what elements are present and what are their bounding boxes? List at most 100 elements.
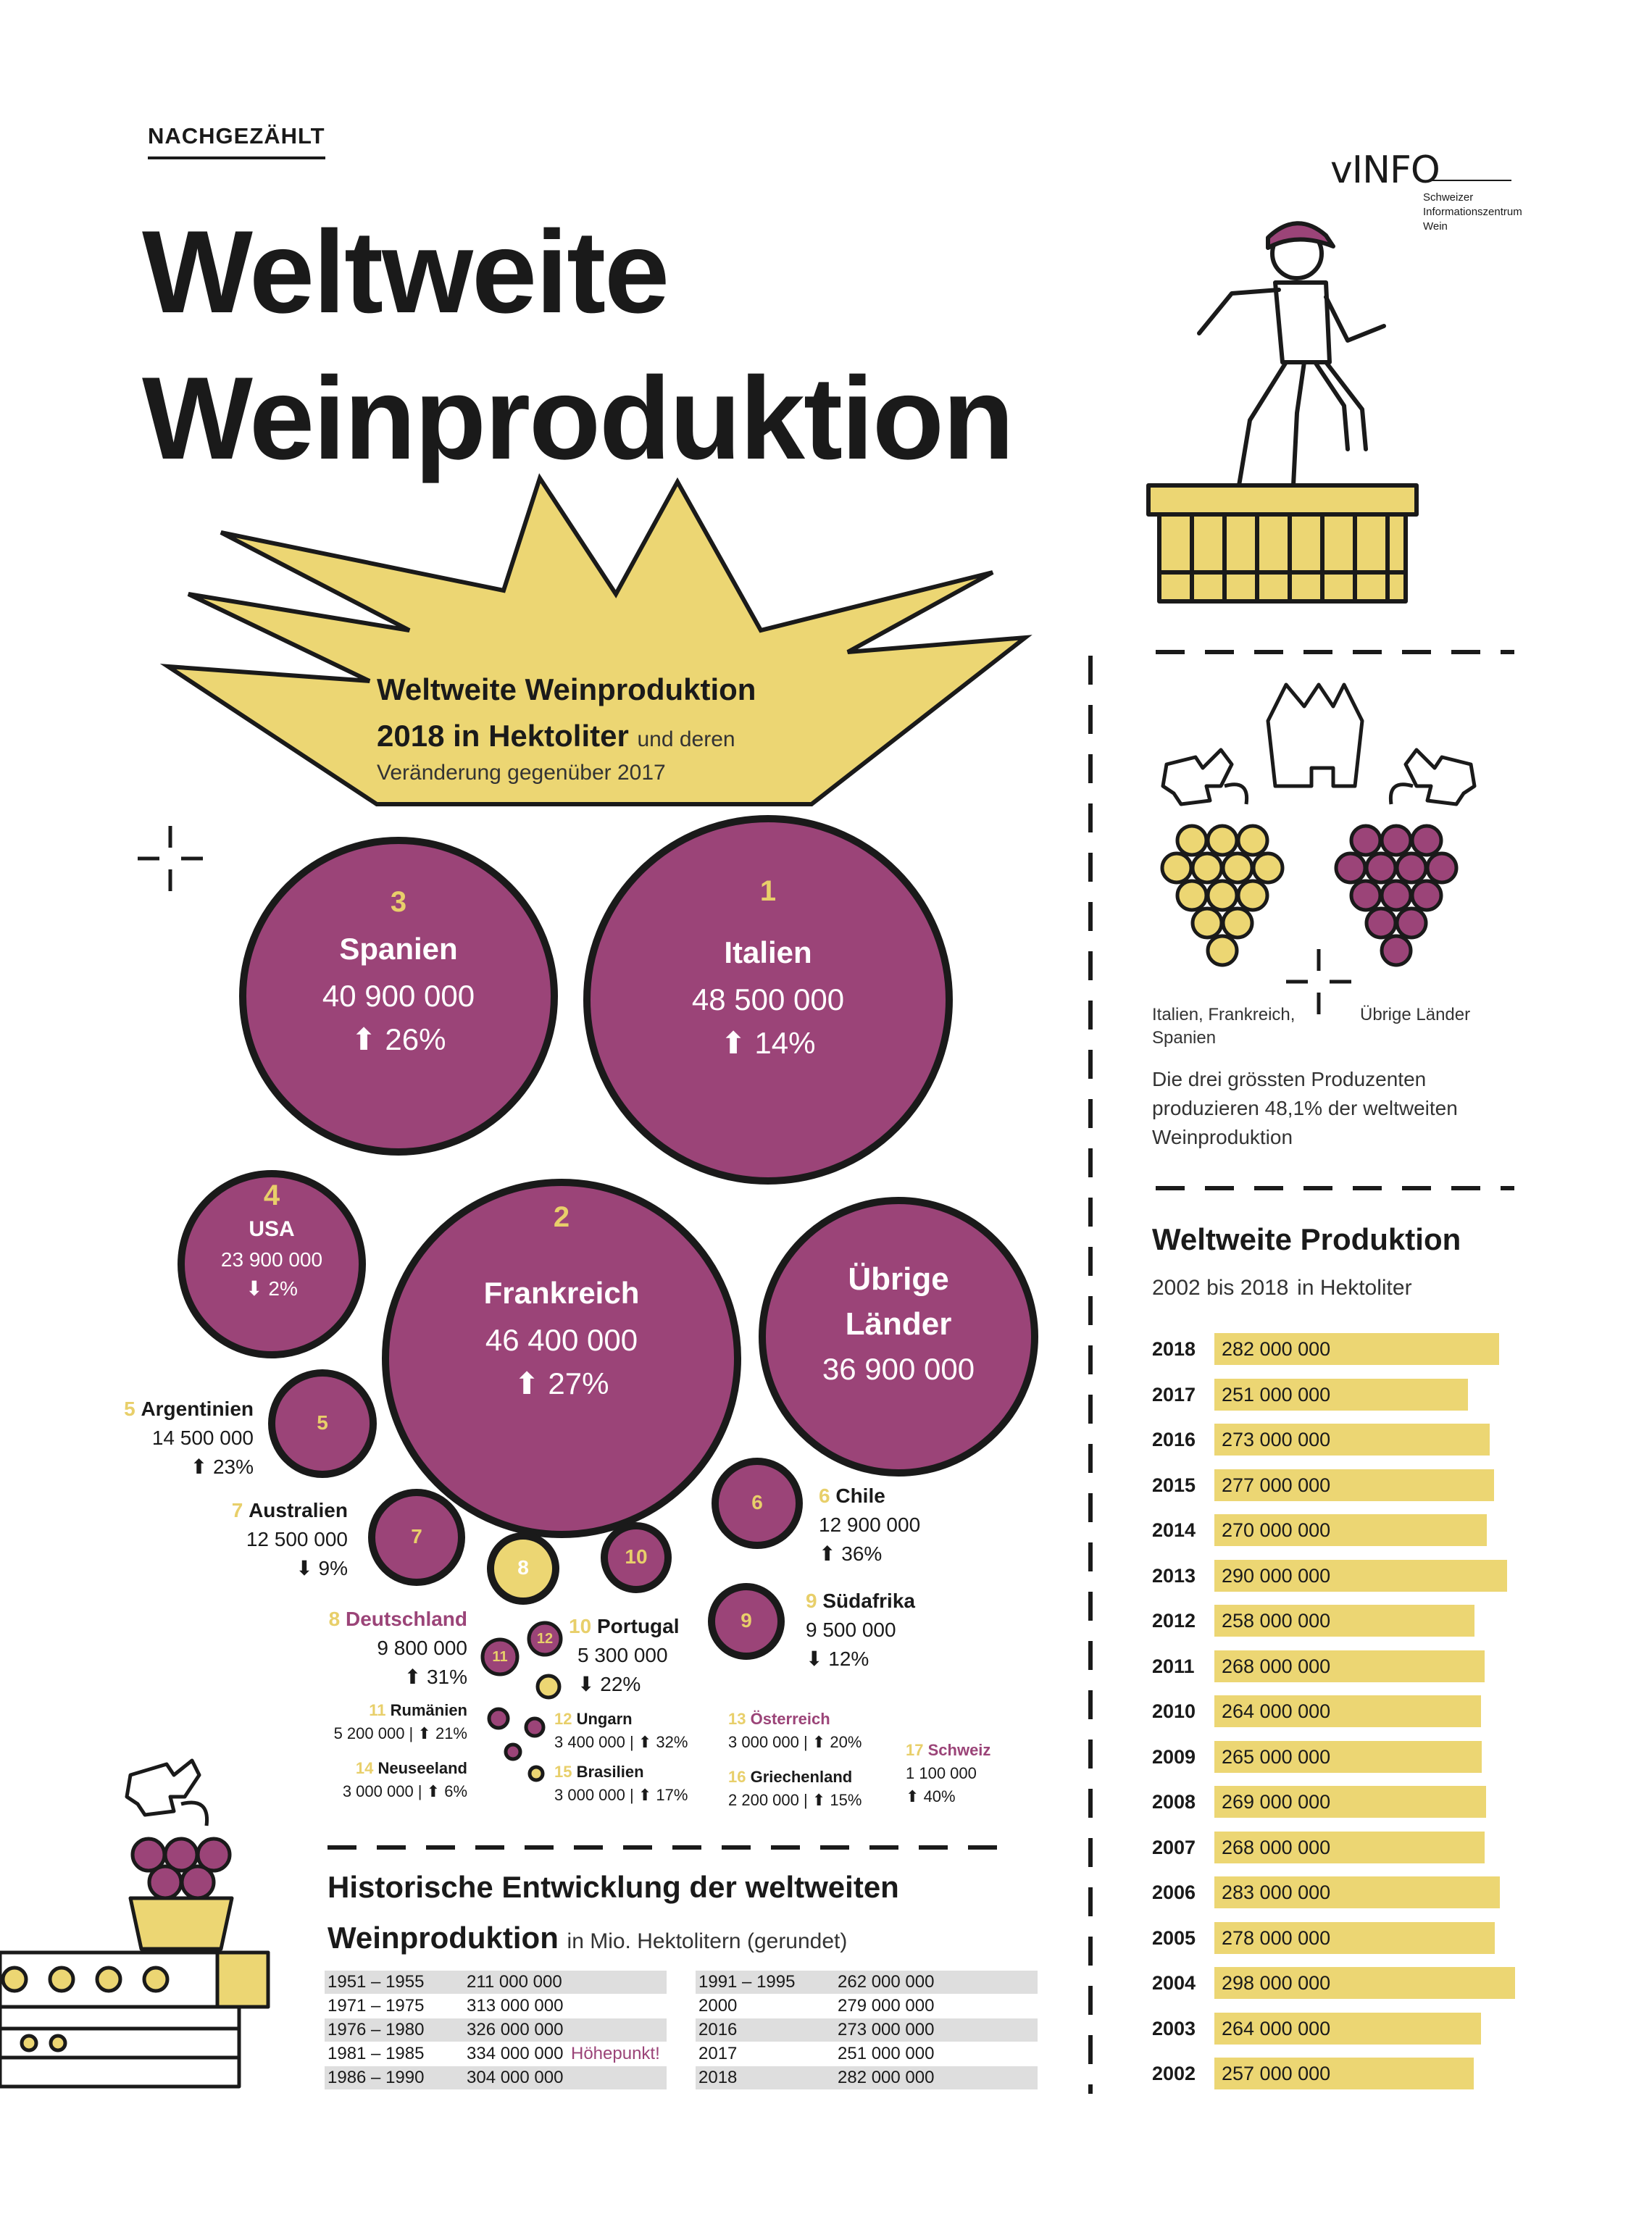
value-portugal: 5 300 000 [577, 1644, 668, 1666]
value-spanien: 40 900 000 [322, 979, 475, 1013]
change-deutschland: 31% [426, 1666, 467, 1688]
label-neuseeland: 14 Neuseeland 3 000 000 | ⬆ 6% [290, 1757, 467, 1803]
bar-value-2002: 257 000 000 [1222, 2063, 1331, 2084]
history-value: 279 000 000 [838, 1996, 935, 2016]
name-oesterreich: Österreich [750, 1710, 830, 1728]
bar-value-2015: 277 000 000 [1222, 1474, 1331, 1496]
year-label-2006: 2006 [1152, 1882, 1196, 1903]
grapes-note-2: produzieren 48,1% der weltweiten [1152, 1097, 1458, 1119]
arrow-up-icon: ⬆ [638, 1786, 652, 1804]
history-value: 334 000 000 [467, 2044, 564, 2063]
bubble-ungarn [527, 1621, 563, 1657]
bubble-number-11: 11 [492, 1649, 508, 1665]
production-title: Weltweite Produktion 2002 bis 2018 in He… [1152, 1217, 1461, 1311]
bubble-number-6: 6 [751, 1491, 763, 1513]
year-label-2003: 2003 [1152, 2017, 1196, 2039]
bar-value-2013: 290 000 000 [1222, 1564, 1331, 1587]
year-label-2013: 2013 [1152, 1564, 1196, 1587]
crown-subtitle: Veränderung gegenüber 2017 [377, 761, 666, 785]
rank-griechenland: 16 [728, 1768, 746, 1786]
change-rumaenien: 21% [435, 1724, 467, 1742]
history-period: 1986 – 1990 [328, 2068, 425, 2087]
rank-usa: 4 [263, 1179, 280, 1211]
name-australien: Australien [249, 1499, 348, 1521]
history-title: Historische Entwicklung der weltweiten W… [328, 1862, 899, 1967]
bar-2008 [1214, 1786, 1486, 1818]
label-deutschland: 8 Deutschland 9 800 000 ⬆ 31% [275, 1605, 467, 1692]
bubble-schweiz [527, 1765, 545, 1782]
name-portugal: Portugal [596, 1615, 680, 1637]
change-italien: 14% [754, 1026, 816, 1060]
rank-ungarn: 12 [554, 1710, 572, 1728]
change-chile: 36% [841, 1542, 883, 1565]
rank-suedafrika: 9 [806, 1590, 817, 1612]
label-portugal: 10 Portugal 5 300 000 ⬇ 22% [569, 1612, 757, 1699]
value-australien: 12 500 000 [246, 1528, 348, 1550]
rank-chile: 6 [819, 1484, 830, 1507]
name-usa: USA [249, 1217, 295, 1241]
history-period: 1951 – 1955 [328, 1972, 425, 1992]
bar-value-2017: 251 000 000 [1222, 1383, 1331, 1406]
arrow-up-icon: ⬆ [190, 1456, 208, 1478]
logo-sub-1: Schweizer [1423, 191, 1474, 204]
arrow-up-icon: ⬆ [426, 1782, 441, 1800]
value-oesterreich: 3 000 000 | [728, 1733, 808, 1751]
arrow-up-icon: ⬆ [417, 1724, 431, 1742]
leaf-icon [1403, 748, 1477, 806]
change-spanien: 26% [385, 1022, 446, 1056]
bar-2015 [1214, 1469, 1494, 1501]
title-line-2: Weinproduktion [142, 353, 1014, 484]
bubble-brasilien [524, 1716, 546, 1738]
bubble-number-9: 9 [741, 1609, 752, 1632]
year-label-2016: 2016 [1152, 1429, 1196, 1450]
value-ungarn: 3 400 000 | [554, 1733, 634, 1751]
bar-2009 [1214, 1740, 1482, 1773]
name-schweiz: Schweiz [927, 1741, 991, 1759]
change-griechenland: 15% [830, 1791, 862, 1809]
grapes-note-1: Die drei grössten Produzenten [1152, 1068, 1427, 1090]
name-frankreich: Frankreich [483, 1276, 640, 1310]
history-value: 313 000 000 [467, 1996, 564, 2016]
history-period: 2017 [698, 2044, 738, 2063]
bar-value-2003: 264 000 000 [1222, 2017, 1331, 2039]
arrow-down-icon: ⬇ [296, 1557, 313, 1579]
logo-sub-3: Wein [1423, 220, 1448, 233]
bar-value-2007: 268 000 000 [1222, 1836, 1331, 1858]
leaf-icon [125, 1758, 201, 1817]
value-chile: 12 900 000 [819, 1513, 921, 1536]
bubble-neuseeland [487, 1707, 510, 1730]
production-title-1: Weltweite Produktion [1152, 1222, 1461, 1256]
grapes-illustration [1160, 682, 1477, 967]
rank-rumaenien: 11 [369, 1701, 386, 1719]
name-chile: Chile [835, 1484, 885, 1507]
value-frankreich: 46 400 000 [485, 1323, 638, 1357]
history-period: 1971 – 1975 [328, 1996, 425, 2016]
rank-spanien: 3 [390, 886, 407, 918]
history-value: 262 000 000 [838, 1972, 935, 1992]
bar-value-2012: 258 000 000 [1222, 1610, 1331, 1632]
bubble-portugal [601, 1522, 672, 1593]
bubble-number-5: 5 [317, 1411, 328, 1434]
name-deutschland: Deutschland [345, 1608, 467, 1630]
value-deutschland: 9 800 000 [377, 1637, 467, 1659]
change-usa: 2% [268, 1277, 298, 1300]
bar-2016 [1214, 1424, 1490, 1456]
bar-2017 [1214, 1378, 1468, 1411]
bubble-oesterreich [535, 1674, 562, 1700]
bubble-chart [178, 815, 1038, 1782]
wine-stomper-illustration [1146, 221, 1419, 604]
grapes-note-3: Weinproduktion [1152, 1126, 1293, 1148]
bubble-chile [712, 1458, 803, 1549]
history-value: 282 000 000 [838, 2068, 935, 2087]
label-argentinien: 5 Argentinien 14 500 000 ⬆ 23% [72, 1395, 254, 1482]
logo-rule [1432, 180, 1511, 181]
rank-deutschland: 8 [328, 1608, 341, 1630]
label-australien: 7 Australien 12 500 000 ⬇ 9% [167, 1496, 348, 1583]
rank-neuseeland: 14 [355, 1759, 374, 1777]
name-spanien: Spanien [339, 932, 458, 966]
change-argentinien: 23% [212, 1456, 254, 1478]
rank-australien: 7 [231, 1499, 243, 1521]
